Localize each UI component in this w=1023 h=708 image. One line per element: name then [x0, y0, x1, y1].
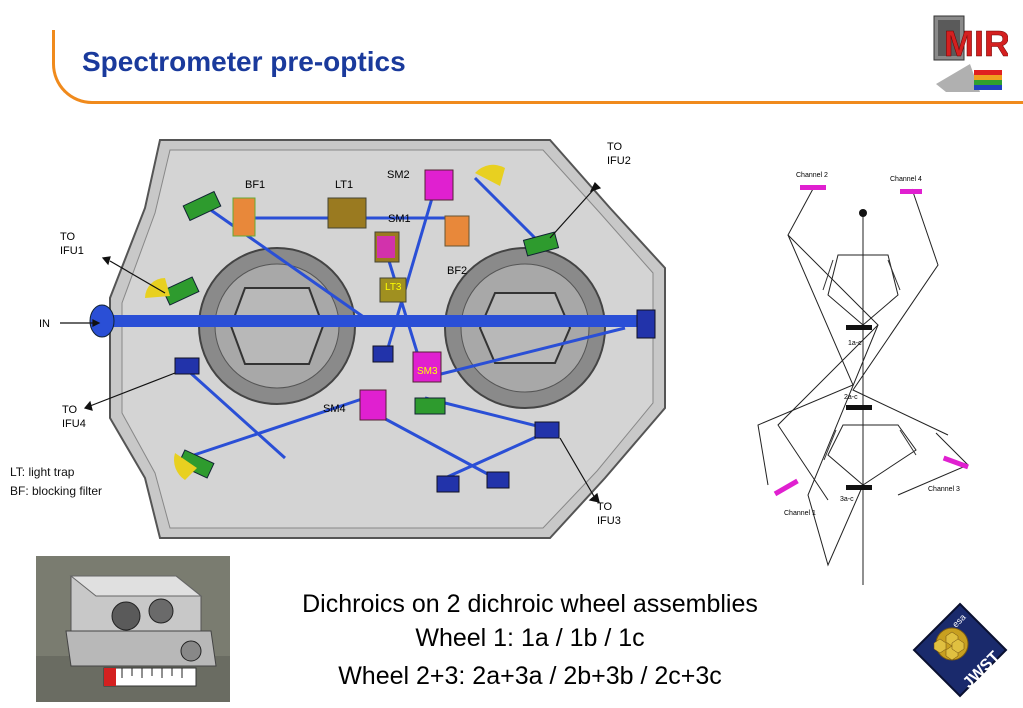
label-channel3: Channel 3 — [928, 486, 960, 493]
label-sm4: SM4 — [323, 403, 346, 415]
label-to-ifu1-line2: IFU1 — [60, 245, 84, 257]
label-in: IN — [39, 318, 50, 330]
header-arc — [52, 30, 112, 104]
mirror-green-1 — [182, 190, 222, 222]
label-lt3: LT3 — [385, 282, 402, 293]
mirror-green-4 — [414, 397, 446, 415]
label-3ac: 3a-c — [840, 496, 854, 503]
caption-line-2: Wheel 1: 1a / 1b / 1c — [415, 624, 645, 652]
label-bf2: BF2 — [447, 265, 467, 277]
channel2-marker — [800, 185, 826, 190]
dichroic-wheel-photo — [36, 556, 230, 702]
light-trap-yellow-3 — [174, 453, 197, 480]
mirror-green-2 — [522, 231, 560, 257]
label-2ac: 2a-c — [844, 394, 858, 401]
mirror-blue-6 — [486, 471, 510, 489]
input-port — [89, 304, 115, 338]
jwst-logo: esa JWST — [912, 602, 1008, 698]
mirror-green-3 — [162, 276, 200, 306]
label-channel4: Channel 4 — [890, 176, 922, 183]
ray-paths — [757, 186, 969, 585]
label-sm2: SM2 — [387, 169, 410, 181]
channel3-marker — [942, 455, 969, 470]
caption-line-1: Dichroics on 2 dichroic wheel assemblies — [302, 590, 758, 618]
mirror-blue-4 — [534, 421, 560, 439]
page-title: Spectrometer pre-optics — [82, 46, 406, 77]
wheel-3ac-bar — [846, 485, 872, 490]
label-1ac: 1a-c — [848, 340, 862, 347]
miri-logo: MIRI — [933, 15, 1008, 92]
label-bf1: BF1 — [245, 179, 265, 191]
lt3-trap — [379, 277, 407, 303]
lt1-trap — [327, 197, 367, 229]
legend-light-trap: LT: light trap — [10, 465, 75, 479]
header-rule — [92, 101, 1023, 104]
label-to-ifu2-line2: IFU2 — [607, 155, 631, 167]
label-to-ifu1-line1: TO — [60, 231, 76, 243]
wheel-1ac-bar — [846, 325, 872, 330]
label-to-ifu4-line1: TO — [62, 404, 78, 416]
label-sm3: SM3 — [417, 366, 438, 377]
channel-focus-dot — [859, 209, 867, 217]
label-to-ifu2-line1: TO — [607, 141, 623, 153]
sm3-mirror — [412, 351, 442, 383]
bf1-filter — [232, 197, 256, 237]
mirror-blue-5 — [436, 475, 460, 493]
miri-logo-text: MIRI — [944, 23, 1008, 64]
label-channel2: Channel 2 — [796, 172, 828, 179]
label-to-ifu3-line2: IFU3 — [597, 515, 621, 527]
legend-blocking-filter: BF: blocking filter — [10, 484, 103, 498]
mirror-blue-3 — [636, 309, 656, 339]
mirror-blue-1 — [174, 357, 200, 375]
mirror-blue-2 — [372, 345, 394, 363]
wheel-facets — [822, 259, 917, 461]
sm2-mirror — [424, 169, 454, 201]
bf2-filter — [444, 215, 470, 247]
sm4-mirror — [359, 389, 387, 421]
light-trap-yellow-2 — [475, 164, 505, 186]
label-to-ifu4-line2: IFU4 — [62, 418, 86, 430]
dichroic-wheel-2 — [444, 247, 606, 409]
optical-bench-diagram: TO IFU1 TO IFU2 TO IFU3 TO IFU4 IN BF1 L… — [39, 139, 666, 539]
wheel-2ac-bar — [846, 405, 872, 410]
label-sm1: SM1 — [388, 213, 411, 225]
channel1-marker — [773, 478, 799, 497]
channel-ray-diagram: Channel 2 Channel 4 Channel 1 Channel 3 … — [757, 172, 969, 585]
channel4-marker — [900, 189, 922, 194]
label-channel1: Channel 1 — [784, 510, 816, 517]
label-lt1: LT1 — [335, 179, 353, 191]
diagram-arrows — [60, 181, 602, 503]
label-to-ifu3-line1: TO — [597, 501, 613, 513]
header-bar — [52, 30, 1023, 104]
caption-line-3: Wheel 2+3: 2a+3a / 2b+3b / 2c+3c — [338, 662, 722, 690]
